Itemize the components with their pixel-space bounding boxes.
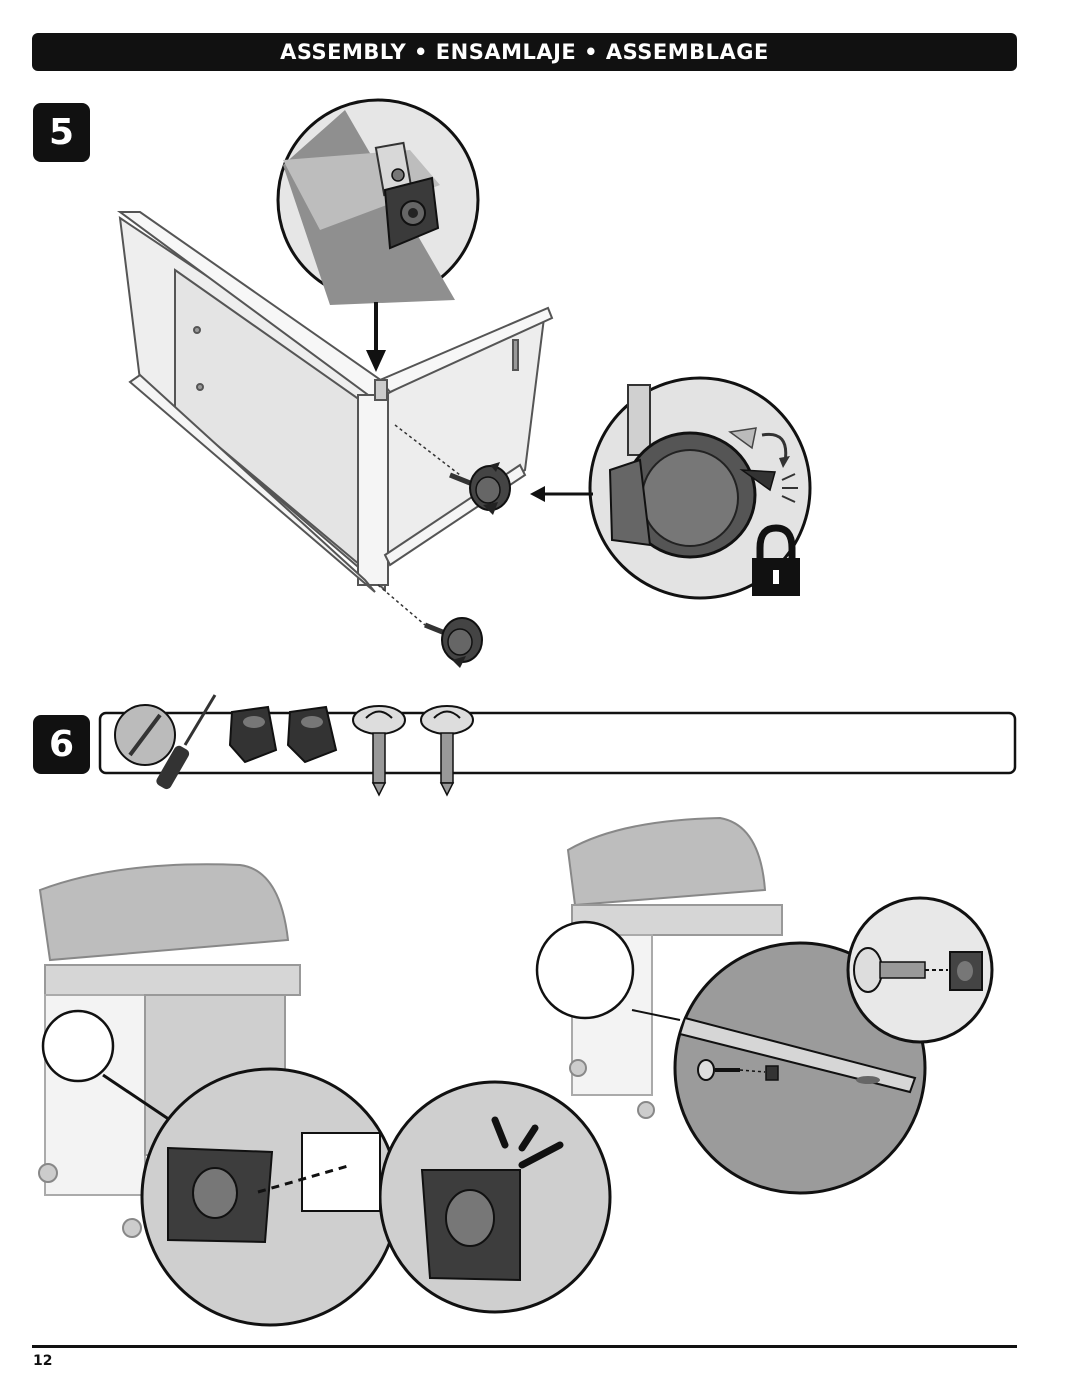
left-arrow [530,486,593,502]
screw-icon [352,705,406,797]
magnifier-insert-detail [140,1067,612,1327]
page-number: 12 [33,1353,53,1369]
insertion-guide-lines [377,424,461,626]
magnifier-small [41,1009,115,1083]
header-bar: ASSEMBLY • ENSAMLAJE • ASSEMBLAGE [32,33,1017,71]
magnifier-caster-lock [588,376,812,600]
square-insert-icon [286,705,338,764]
lock-icon [752,524,800,596]
step-5-badge: 5 [33,103,90,162]
screw-icon [420,705,474,797]
screwdriver-icon [114,694,217,790]
magnifier-small [535,920,635,1020]
footer-rule [32,1345,1017,1348]
step-6-badge: 6 [33,715,90,774]
caster-wheel-icon [424,617,483,668]
down-arrow [366,302,386,372]
cart-frame [116,211,554,593]
magnifier-screw-detail [846,896,994,1044]
magnifier-top-detail [276,98,480,305]
square-insert-icon [228,705,278,764]
caster-wheel-icon [449,462,511,515]
page-title: ASSEMBLY • ENSAMLAJE • ASSEMBLAGE [280,40,769,64]
parts-box [98,711,1017,775]
